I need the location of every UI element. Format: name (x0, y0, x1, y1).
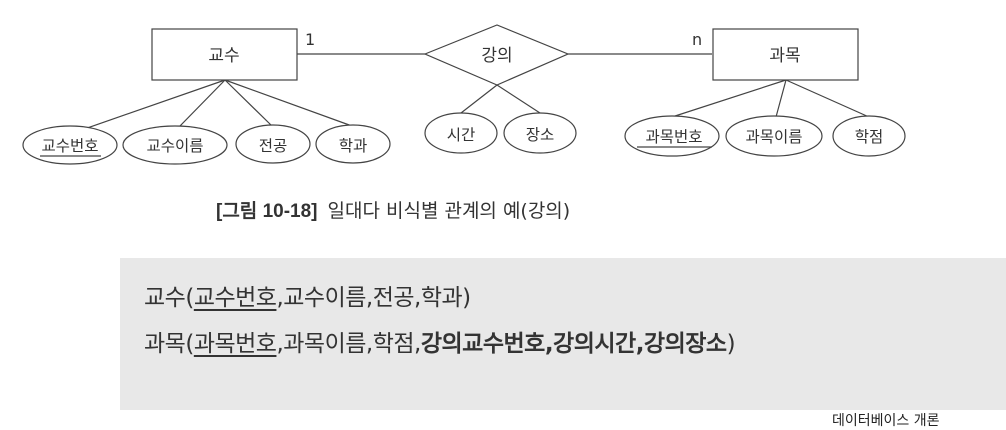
paren-open: ( (185, 331, 194, 357)
table-name: 교수 (144, 285, 186, 311)
entity-course-box (712, 28, 859, 81)
attr-place-ellipse (503, 112, 577, 154)
schema-course: 과목(과목번호,과목이름,학점,강의교수번호,강의시간,강의장소) (144, 324, 736, 358)
footer-text: 데이터베이스 개론 (832, 413, 940, 429)
primary-key: 과목번호 (193, 331, 277, 357)
foreign-key-columns: 강의교수번호,강의시간,강의장소 (420, 331, 727, 357)
attr-department-label: 학과 (339, 137, 368, 155)
attr-course-id-ellipse (624, 115, 720, 157)
entity-course-label: 과목 (769, 46, 800, 66)
attr-professor-id-ellipse (22, 125, 118, 165)
attr-professor-id-label: 교수번호 (41, 137, 98, 155)
paren-close: ) (726, 331, 736, 357)
attr-time-label: 시간 (447, 126, 476, 144)
figure-number: [그림 10-18] (216, 201, 318, 222)
attr-department-ellipse (315, 124, 391, 164)
er-diagram: 교수 과목 1 n 강의 교수번호 교수이름 전공 학과 시간 장소 과목번호 … (22, 24, 906, 165)
attr-major-label: 전공 (259, 137, 288, 155)
columns: ,과목이름,학점, (276, 331, 421, 357)
cardinality-n: n (692, 30, 702, 49)
attr-professor-name-ellipse (122, 125, 228, 165)
attr-place-label: 장소 (526, 126, 555, 144)
relationship-diamond (423, 24, 570, 86)
entity-professor-box (151, 28, 298, 81)
paren-open: ( (185, 285, 194, 311)
attr-major-ellipse (235, 124, 311, 164)
attr-professor-name-label: 교수이름 (146, 137, 203, 155)
attr-course-name-ellipse (725, 115, 823, 157)
attr-course-id-label: 과목번호 (645, 128, 702, 146)
attr-course-name-label: 과목이름 (745, 128, 802, 146)
attr-credit-ellipse (832, 115, 906, 157)
relationship-label: 강의 (481, 46, 512, 66)
figure-caption: [그림 10-18] 일대다 비식별 관계의 예(강의) (216, 196, 570, 223)
relational-schema-box: 교수(교수번호,교수이름,전공,학과) 과목(과목번호,과목이름,학점,강의교수… (120, 258, 1006, 410)
attr-time-ellipse (424, 112, 498, 154)
attr-credit-label: 학점 (855, 128, 884, 146)
table-name: 과목 (144, 331, 186, 357)
paren-close: ) (462, 285, 471, 311)
cardinality-one: 1 (305, 30, 315, 49)
schema-professor: 교수(교수번호,교수이름,전공,학과) (144, 278, 471, 312)
columns: ,교수이름,전공,학과 (276, 285, 463, 311)
primary-key: 교수번호 (193, 285, 277, 311)
figure-title: 일대다 비식별 관계의 예(강의) (327, 200, 571, 222)
entity-professor-label: 교수 (208, 46, 239, 66)
